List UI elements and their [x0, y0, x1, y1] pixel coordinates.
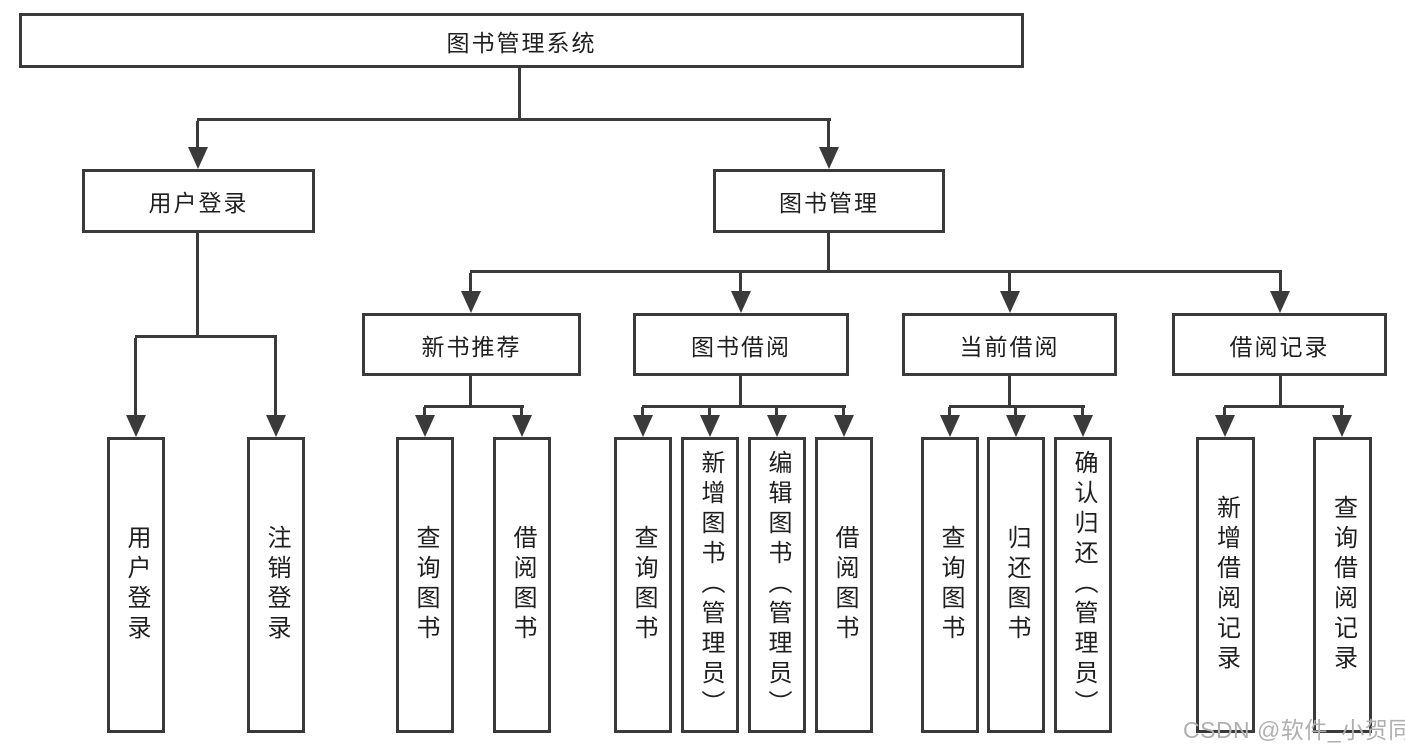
- arrowhead-icon: [1332, 415, 1352, 437]
- arrow-stem: [641, 407, 644, 417]
- arrowhead-icon: [188, 147, 208, 169]
- node-book-borrow-label: 图书借阅: [691, 333, 791, 360]
- node-current-borrow-label: 当前借阅: [959, 333, 1060, 360]
- arrow-stem: [520, 407, 523, 417]
- leaf-borrow-books-2: 借阅图书: [815, 437, 873, 733]
- arrow-stem: [1008, 273, 1011, 293]
- connector-stub: [739, 374, 742, 406]
- leaf-confirm-return-admin: 确认归还（管理员）: [1054, 437, 1112, 733]
- arrowhead-icon: [1000, 291, 1020, 313]
- arrowhead-icon: [940, 415, 960, 437]
- arrowhead-icon: [819, 147, 839, 169]
- leaf-borrow-books-1: 借阅图书: [493, 437, 551, 733]
- connector-stub: [469, 374, 472, 406]
- leaf-add-book-admin-label: 新增图书（管理员）: [697, 450, 724, 720]
- node-user-login: 用户登录: [82, 169, 315, 233]
- arrowhead-icon: [415, 415, 435, 437]
- arrow-stem: [842, 407, 845, 417]
- branch-line-records: [1224, 405, 1344, 408]
- connector-stub: [1279, 374, 1282, 406]
- branch-line-level2: [470, 270, 1282, 273]
- arrow-stem: [1081, 407, 1084, 417]
- arrowhead-icon: [461, 291, 481, 313]
- leaf-add-borrow-record-label: 新增借阅记录: [1212, 495, 1240, 675]
- leaf-add-book-admin: 新增图书（管理员）: [681, 437, 739, 733]
- arrowhead-icon: [731, 291, 751, 313]
- arrow-stem: [775, 407, 778, 417]
- node-book-management-label: 图书管理: [779, 190, 879, 216]
- leaf-logout: 注销登录: [247, 437, 305, 733]
- node-borrow-records: 借阅记录: [1172, 313, 1387, 376]
- arrow-stem: [134, 338, 137, 418]
- watermark: CSDN @软件_小贺同学: [1183, 717, 1405, 743]
- node-borrow-records-label: 借阅记录: [1229, 333, 1330, 360]
- leaf-add-borrow-record: 新增借阅记录: [1196, 437, 1255, 733]
- leaf-borrow-books-1-label: 借阅图书: [509, 525, 536, 645]
- leaf-return-book-label: 归还图书: [1003, 525, 1030, 645]
- leaf-search-books-3: 查询图书: [921, 437, 979, 733]
- arrowhead-icon: [633, 415, 653, 437]
- arrow-stem: [469, 273, 472, 293]
- leaf-search-borrow-record: 查询借阅记录: [1313, 437, 1372, 733]
- leaf-return-book: 归还图书: [987, 437, 1045, 733]
- leaf-search-books-2-label: 查询图书: [630, 525, 657, 645]
- branch-line-current: [949, 405, 1085, 408]
- branch-line-recommend: [424, 405, 524, 408]
- arrow-stem: [708, 407, 711, 417]
- node-new-book-recommend: 新书推荐: [362, 313, 581, 376]
- leaf-user-login-label: 用户登录: [123, 525, 150, 645]
- arrowhead-icon: [1073, 415, 1093, 437]
- arrowhead-icon: [1006, 415, 1026, 437]
- node-book-borrow: 图书借阅: [633, 313, 849, 376]
- node-root: 图书管理系统: [19, 13, 1024, 68]
- node-current-borrow: 当前借阅: [902, 313, 1117, 376]
- leaf-user-login: 用户登录: [107, 437, 165, 733]
- leaf-search-books-1: 查询图书: [396, 437, 454, 733]
- arrowhead-icon: [834, 415, 854, 437]
- branch-line-level1: [197, 118, 831, 121]
- arrow-stem: [1223, 407, 1226, 417]
- connector-mgmt-stem: [827, 233, 830, 272]
- arrow-stem: [1340, 407, 1343, 417]
- node-user-login-label: 用户登录: [148, 190, 249, 216]
- leaf-search-books-3-label: 查询图书: [937, 525, 964, 645]
- arrow-stem: [827, 121, 830, 149]
- leaf-search-books-2: 查询图书: [614, 437, 672, 733]
- leaf-confirm-return-admin-label: 确认归还（管理员）: [1070, 450, 1097, 720]
- leaf-edit-book-admin-label: 编辑图书（管理员）: [764, 450, 791, 720]
- arrow-stem: [1279, 273, 1282, 293]
- arrow-stem: [948, 407, 951, 417]
- node-root-label: 图书管理系统: [446, 29, 597, 56]
- arrowhead-icon: [512, 415, 532, 437]
- connector-stub: [1008, 374, 1011, 406]
- connector-login-stem: [196, 233, 199, 337]
- leaf-edit-book-admin: 编辑图书（管理员）: [748, 437, 806, 733]
- arrowhead-icon: [126, 415, 146, 437]
- node-new-book-recommend-label: 新书推荐: [421, 333, 522, 360]
- node-book-management: 图书管理: [713, 169, 945, 233]
- leaf-borrow-books-2-label: 借阅图书: [831, 525, 858, 645]
- leaf-logout-label: 注销登录: [263, 525, 290, 645]
- arrowhead-icon: [1215, 415, 1235, 437]
- branch-line-login: [135, 335, 277, 338]
- arrow-stem: [196, 121, 199, 149]
- branch-line-borrow: [642, 405, 846, 408]
- arrow-stem: [423, 407, 426, 417]
- arrowhead-icon: [1270, 291, 1290, 313]
- arrowhead-icon: [266, 415, 286, 437]
- leaf-search-borrow-record-label: 查询借阅记录: [1329, 495, 1357, 675]
- arrowhead-icon: [700, 415, 720, 437]
- leaf-search-books-1-label: 查询图书: [412, 525, 439, 645]
- connector-root-stem: [518, 68, 521, 121]
- arrow-stem: [739, 273, 742, 293]
- arrowhead-icon: [767, 415, 787, 437]
- arrow-stem: [1014, 407, 1017, 417]
- arrow-stem: [274, 338, 277, 418]
